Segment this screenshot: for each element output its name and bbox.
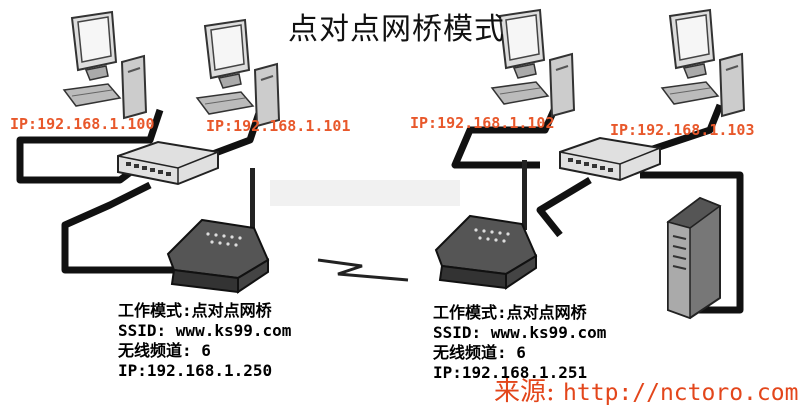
server-icon [666,196,722,320]
watermark-band [270,180,460,206]
pc-1-ip: IP:192.168.1.100 [10,115,155,133]
left-switch-icon [117,141,219,185]
pc-3-ip: IP:192.168.1.102 [410,114,555,132]
diagram-title: 点对点网桥模式 [288,12,505,47]
right-wireless-bridge-icon [435,160,537,289]
source-label: 来源: [494,377,555,407]
pc-2-icon [196,19,280,127]
right-bridge-channel: 无线频道: 6 [433,343,526,362]
pc-2-ip: IP:192.168.1.101 [206,117,351,135]
left-bridge-ip: IP:192.168.1.250 [118,361,273,380]
source-url[interactable]: http://nctoro.com [563,380,799,406]
left-bridge-ssid: SSID: www.ks99.com [118,321,292,340]
right-bridge-ssid: SSID: www.ks99.com [433,323,607,342]
left-bridge-channel: 无线频道: 6 [118,341,211,360]
left-wireless-bridge-icon [167,168,269,293]
source-credit: 来源: http://nctoro.com [494,371,798,408]
pc-1-icon [63,11,147,119]
right-bridge-mode: 工作模式:点对点网桥 [433,303,587,322]
right-bridge-ip: IP:192.168.1.251 [433,363,588,382]
pc-4-ip: IP:192.168.1.103 [610,121,755,139]
pc-4-icon [661,9,745,117]
right-bridge-info: 工作模式:点对点网桥 SSID: www.ks99.com 无线频道: 6 IP… [433,303,606,383]
wireless-link-icon [317,258,409,282]
right-cables [451,103,744,314]
left-bridge-mode: 工作模式:点对点网桥 [118,301,272,320]
left-bridge-info: 工作模式:点对点网桥 SSID: www.ks99.com 无线频道: 6 IP… [118,301,291,381]
